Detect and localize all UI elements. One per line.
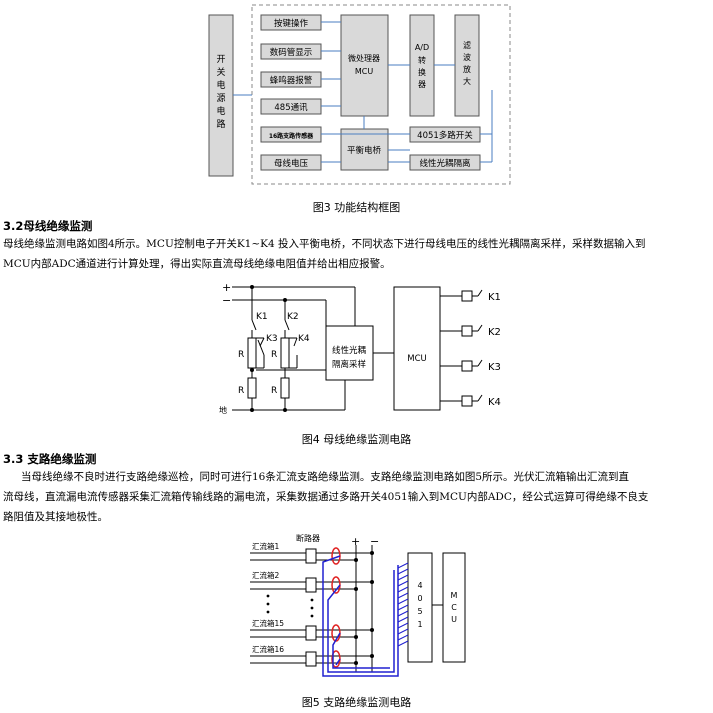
- fig3-power-c6: 路: [216, 118, 225, 130]
- fig3-filter-c4: 大: [463, 76, 471, 86]
- fig3-ad-c3: 换: [418, 67, 426, 77]
- fig5-minus-label: −: [370, 535, 379, 548]
- fig3-mcu-box: [340, 14, 389, 117]
- fig3-power-c4: 源: [216, 93, 225, 104]
- fig3-hall-label: 16路支路传感器: [269, 132, 314, 140]
- section-3-3-line1: 当母线绝缘不良时进行支路绝缘巡检，同时可进行16条汇流支路绝缘监测。支路绝缘监测…: [21, 471, 630, 483]
- fig5-mcu-c3: U: [451, 615, 457, 624]
- section-3-3-line2: 流母线，直流漏电流传感器采集汇流箱传输线路的漏电流，采集数据通过多路开关4051…: [3, 491, 649, 503]
- fig4-mcu-label: MCU: [407, 354, 427, 364]
- fig3-connections: [321, 21, 493, 163]
- fig5-4051-c1: 4: [417, 581, 422, 590]
- fig3-filter-c1: 滤: [463, 40, 471, 50]
- fig4-out-k3: K3: [488, 362, 501, 373]
- fig5-caption: 图5 支路绝缘监测电路: [301, 696, 412, 709]
- section-3-2-line2: MCU内部ADC通道进行计算处理，得出实际直流母线绝缘电阻值并给出相应报警。: [3, 258, 391, 270]
- fig4-plus-label: +: [222, 281, 231, 294]
- fig5-box2-label: 汇流箱2: [252, 570, 279, 580]
- fig3-display-label: 数码管显示: [270, 47, 313, 58]
- fig3-keys-label: 按键操作: [274, 18, 309, 29]
- fig3-ad-c1: A/D: [415, 43, 429, 52]
- section-3-3-line3: 路阻值及其接地极性。: [3, 511, 108, 523]
- fig3-bridge-box: [340, 128, 389, 171]
- fig4-r4-label: R: [271, 386, 277, 396]
- fig4-opto-label1: 线性光耦: [332, 345, 367, 356]
- fig3-caption: 图3 功能结构框图: [312, 201, 401, 214]
- fig4-out-k4: K4: [488, 397, 501, 408]
- fig4-out-k1: K1: [488, 292, 501, 303]
- fig5-4051-c3: 5: [417, 607, 422, 616]
- fig4-out-k2: K2: [488, 327, 501, 338]
- fig5-plus-label: +: [351, 535, 360, 548]
- fig3-power-c2: 关: [216, 66, 225, 78]
- fig4-caption: 图4 母线绝缘监测电路: [301, 433, 412, 446]
- fig3-power-c1: 开: [216, 54, 225, 65]
- section-3-2-heading: 3.2母线绝缘监测: [3, 219, 93, 233]
- fig5-box16-label: 汇流箱16: [252, 644, 284, 654]
- fig5-box15-label: 汇流箱15: [252, 618, 284, 628]
- fig3-bridge-label: 平衡电桥: [347, 145, 382, 156]
- fig5-4051-c2: 0: [417, 594, 422, 603]
- fig4-circuit: + − 地 K1 K2 K3 K4 R R R R 线性光耦 隔离采样 MCU …: [219, 281, 501, 415]
- fig3-ad-c4: 器: [418, 80, 426, 89]
- fig4-k3-label: K3: [266, 334, 278, 344]
- fig5-breaker-label: 断路器: [296, 533, 320, 543]
- fig5-circuit: 断路器 + − 汇流箱1 汇流箱2 汇流箱15 汇流箱16 4 0 5 1 M …: [250, 533, 466, 677]
- section-3-2-line1: 母线绝缘监测电路如图4所示。MCU控制电子开关K1~K4 投入平衡电桥，不同状态…: [3, 238, 646, 250]
- fig5-4051-c4: 1: [417, 620, 422, 629]
- fig5-mcu-c2: C: [451, 603, 457, 612]
- fig3-busv-label: 母线电压: [274, 158, 309, 169]
- fig3-mux-label: 4051多路开关: [417, 130, 473, 141]
- fig4-k2-label: K2: [287, 312, 299, 322]
- fig4-k4-label: K4: [298, 334, 310, 344]
- fig3-power-c5: 电: [216, 105, 225, 117]
- fig3-buzzer-label: 蜂鸣器报警: [270, 75, 313, 86]
- fig3-mcu-label1: 微处理器: [348, 53, 380, 63]
- section-3-3-heading: 3.3 支路绝缘监测: [3, 452, 97, 466]
- fig4-r1-label: R: [238, 350, 244, 360]
- fig3-filter-c3: 放: [463, 64, 471, 74]
- fig3-power-c3: 电: [216, 79, 225, 91]
- fig5-sensor-wires: [322, 555, 399, 677]
- fig3-filter-box: [454, 14, 480, 117]
- fig4-k1-label: K1: [256, 312, 268, 322]
- fig5-mcu-c1: M: [451, 591, 458, 600]
- fig3-opto-label: 线性光耦隔离: [419, 158, 470, 169]
- fig4-r3-label: R: [238, 386, 244, 396]
- fig3-ad-box: [409, 14, 435, 117]
- fig4-opto-label2: 隔离采样: [332, 359, 367, 370]
- fig4-r2-label: R: [271, 350, 277, 360]
- fig3-ad-c2: 转: [418, 55, 426, 65]
- fig3-485-label: 485通讯: [274, 102, 308, 113]
- fig3-filter-c2: 波: [463, 52, 471, 62]
- fig3-power-box: [208, 14, 234, 177]
- fig4-ground-label: 地: [219, 405, 227, 415]
- fig3-mcu-label2: MCU: [355, 67, 373, 76]
- fig5-box1-label: 汇流箱1: [252, 541, 279, 551]
- fig3-block-diagram: 开 关 电 源 电 路 按键操作 数码管显示 蜂鸣器报警 485通讯: [208, 4, 511, 185]
- fig5-hatch: [397, 562, 409, 647]
- fig4-minus-label: −: [222, 294, 231, 307]
